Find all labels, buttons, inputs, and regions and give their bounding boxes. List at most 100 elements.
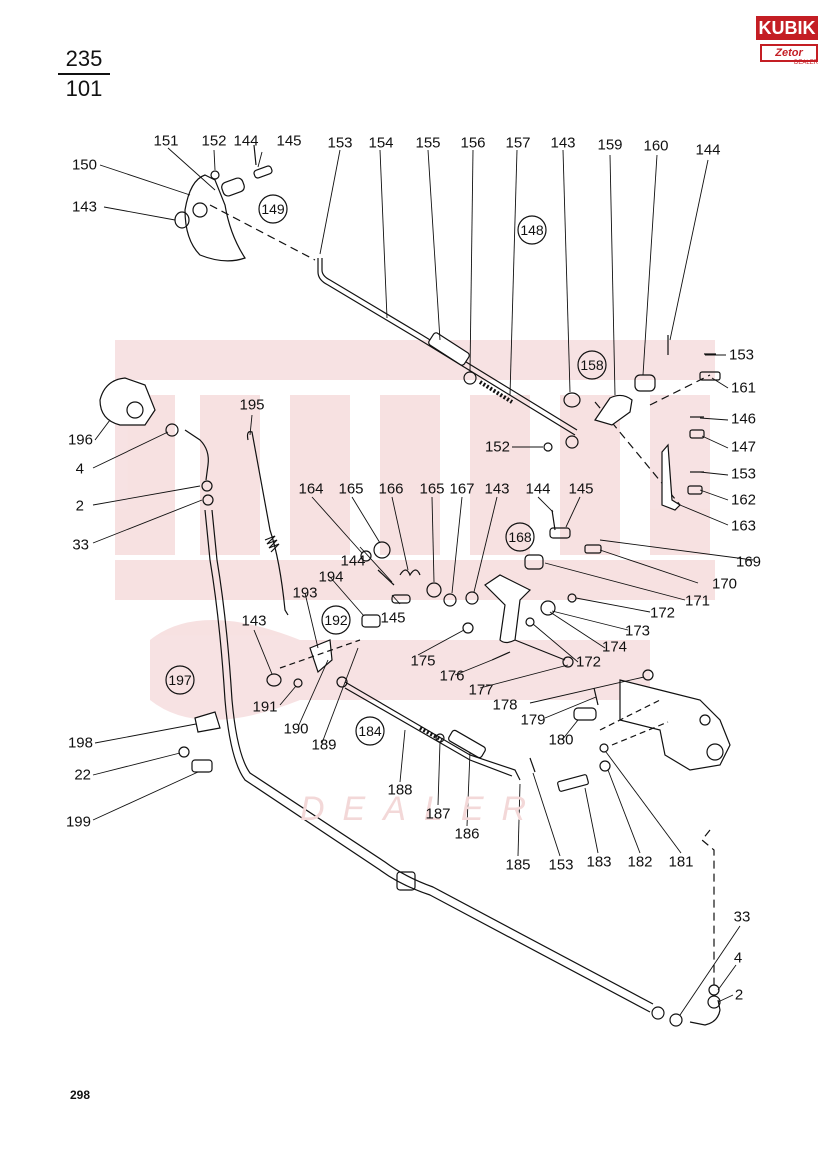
- clevis-end: [565, 435, 579, 449]
- elbow-fitting-b: [689, 999, 721, 1026]
- nut-191: [293, 678, 303, 688]
- nut-152-b: [543, 442, 553, 452]
- marker-148-circle: [517, 215, 547, 245]
- group-marker-168: 168: [508, 529, 532, 545]
- bell-crank-159: [594, 394, 633, 426]
- bolt-199: [191, 759, 213, 773]
- nut-4-b: [708, 984, 720, 996]
- valve-port: [706, 743, 724, 761]
- part-label-144: 144: [233, 132, 259, 150]
- part-label-187: 187: [425, 805, 451, 823]
- pin-194: [361, 614, 381, 628]
- part-label-144-c: 144: [525, 480, 551, 498]
- marker-192-circle: [321, 605, 351, 635]
- axis-dash: [649, 374, 711, 406]
- part-label-156: 156: [460, 134, 486, 152]
- pipe-end-fitting: [651, 1006, 665, 1020]
- part-label-152: 152: [201, 132, 227, 150]
- part-label-198: 198: [67, 734, 93, 752]
- part-label-189: 189: [311, 736, 337, 754]
- spring-166: [399, 569, 421, 577]
- logo-sub: Zetor: [760, 44, 818, 62]
- bush-170: [524, 554, 544, 570]
- leader-lines: [92, 147, 754, 1016]
- part-label-170: 170: [712, 575, 738, 593]
- part-label-146: 146: [731, 410, 757, 428]
- washer-2-b: [707, 995, 721, 1009]
- washer-143-c: [465, 591, 479, 605]
- part-label-181: 181: [668, 853, 694, 871]
- part-label-180: 180: [548, 731, 574, 749]
- washer-2: [201, 480, 213, 492]
- part-label-172: 172: [650, 604, 676, 622]
- part-label-166: 166: [378, 480, 404, 498]
- part-label-157: 157: [505, 134, 531, 152]
- part-label-143-b: 143: [550, 134, 576, 152]
- gear-174: [540, 600, 556, 616]
- split-pin-144-d: [377, 569, 395, 586]
- part-label-4-b: 4: [733, 949, 743, 967]
- page-number: 298: [70, 1088, 91, 1102]
- logo-brand: KUBIK: [756, 16, 818, 40]
- split-pin-179: [593, 687, 599, 706]
- part-label-161: 161: [731, 379, 757, 397]
- elbow-fitting: [184, 429, 209, 481]
- rod-177: [514, 639, 566, 661]
- part-label-153: 153: [327, 134, 353, 152]
- part-label-183: 183: [586, 853, 612, 871]
- group-marker-184: 184: [358, 723, 382, 739]
- part-label-173: 173: [625, 622, 651, 640]
- split-pin-176: [491, 651, 511, 661]
- part-label-155: 155: [415, 134, 441, 152]
- lever-171: [484, 574, 532, 644]
- part-label-179: 179: [520, 711, 546, 729]
- housing-bore: [126, 401, 144, 419]
- marker-197-circle: [165, 665, 195, 695]
- part-label-177: 177: [468, 681, 494, 699]
- clip-198: [194, 711, 221, 733]
- part-label-190: 190: [283, 720, 309, 738]
- part-label-178: 178: [492, 696, 518, 714]
- nut-164: [360, 550, 372, 562]
- part-label-143: 143: [71, 198, 97, 216]
- group-markers: [165, 194, 607, 746]
- hand-lever: [184, 174, 246, 262]
- part-label-175: 175: [410, 652, 436, 670]
- bolt-183: [557, 774, 589, 792]
- watermark-logo: [115, 340, 715, 720]
- part-label-151: 151: [153, 132, 179, 150]
- valve-port-b: [699, 714, 711, 726]
- figure-number-rule: [58, 73, 110, 75]
- part-label-147: 147: [731, 438, 757, 456]
- washer-165-b: [426, 582, 442, 598]
- pin-145-c: [391, 594, 411, 604]
- part-label-160: 160: [643, 137, 669, 155]
- axis-dash: [209, 204, 316, 261]
- part-label-172-b: 172: [576, 653, 602, 671]
- part-label-159: 159: [597, 136, 623, 154]
- part-label-163: 163: [731, 517, 757, 535]
- turnbuckle-155: [428, 332, 470, 366]
- part-label-152-b: 152: [484, 438, 510, 456]
- bolt-161: [699, 371, 721, 381]
- part-label-199: 199: [65, 813, 91, 831]
- part-label-164: 164: [298, 480, 324, 498]
- nut-167: [443, 593, 457, 607]
- part-label-176: 176: [439, 667, 465, 685]
- figure-number-top: 235: [65, 46, 103, 71]
- pin-145-b: [549, 527, 571, 539]
- group-marker-158: 158: [580, 357, 604, 373]
- part-label-195: 195: [239, 396, 265, 414]
- part-label-143-c: 143: [484, 480, 510, 498]
- part-label-145-c: 145: [380, 609, 406, 627]
- washer-182: [599, 760, 611, 772]
- part-label-153-b: 153: [729, 346, 755, 364]
- control-rod-188: [344, 681, 521, 781]
- group-marker-149: 149: [261, 201, 285, 217]
- part-label-162: 162: [731, 491, 757, 509]
- marker-168-circle: [505, 522, 535, 552]
- part-label-143-d: 143: [241, 612, 267, 630]
- part-label-150: 150: [71, 156, 97, 174]
- nut-152: [210, 170, 220, 180]
